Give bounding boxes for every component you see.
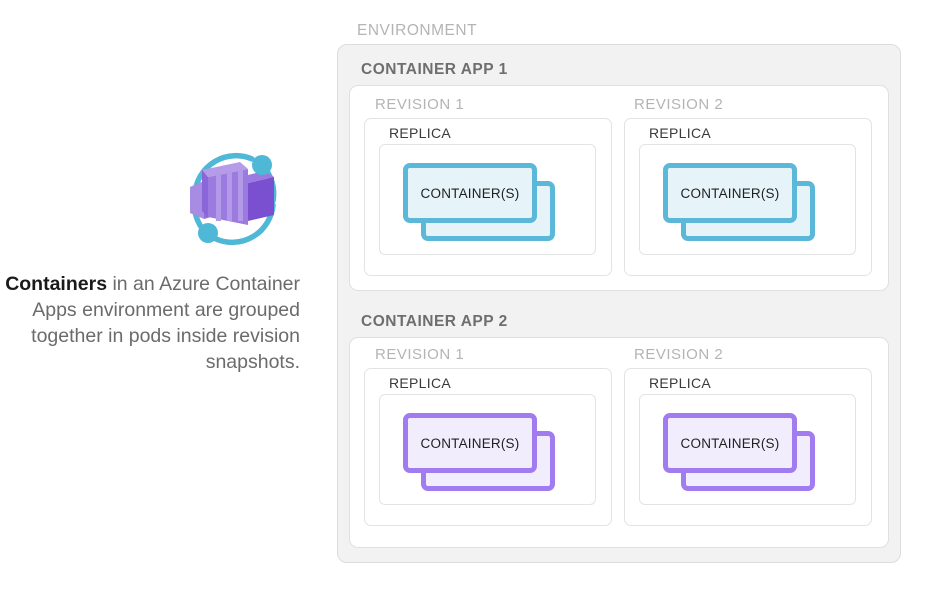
azure-container-apps-icon [178,143,290,255]
app1-revision-1-label: REVISION 1 [375,96,465,113]
app1-revision-1-replica-label: REPLICA [389,125,452,141]
container-card-label: CONTAINER(S) [420,185,520,201]
app1-revision-2-label: REVISION 2 [634,96,724,113]
logo-box-right-body [248,177,274,221]
logo-box-center-left-face [202,170,208,217]
container-card-label: CONTAINER(S) [680,435,780,451]
container-app-1-label: CONTAINER APP 1 [361,61,508,78]
app1-revision-2-container-stack: CONTAINER(S) [663,163,815,241]
caption-bold-word: Containers [5,273,108,295]
container-card-front: CONTAINER(S) [403,413,537,473]
app2-revision-1-container-stack: CONTAINER(S) [403,413,555,491]
orbit-arc-top [192,152,255,196]
azure-container-apps-icon-svg [190,152,277,246]
container-card-front: CONTAINER(S) [403,163,537,223]
app2-revision-2-container-stack: CONTAINER(S) [663,413,815,491]
app1-revision-1-container-stack: CONTAINER(S) [403,163,555,241]
caption-text: Containers in an Azure Container Apps en… [0,271,300,375]
container-card-front: CONTAINER(S) [663,413,797,473]
logo-box-center-top [202,162,248,177]
left-info-panel: Containers in an Azure Container Apps en… [0,0,320,593]
app2-revision-2-label: REVISION 2 [634,346,724,363]
app2-revision-1-replica-label: REPLICA [389,375,452,391]
orbit-node-bottom-left [198,223,218,243]
container-card-label: CONTAINER(S) [420,435,520,451]
container-app-2-label: CONTAINER APP 2 [361,313,508,330]
app1-revision-2-replica-label: REPLICA [649,125,712,141]
environment-label: ENVIRONMENT [357,22,478,39]
container-card-label: CONTAINER(S) [680,185,780,201]
app2-revision-2-replica-label: REPLICA [649,375,712,391]
logo-rib-1 [216,173,221,221]
app2-revision-1-label: REVISION 1 [375,346,465,363]
caption-rest: in an Azure Container Apps environment a… [31,273,300,373]
logo-box-left-face [190,181,204,219]
container-card-front: CONTAINER(S) [663,163,797,223]
logo-rib-3 [238,169,243,221]
logo-rib-2 [227,171,232,221]
orbit-node-top-right [252,155,272,175]
